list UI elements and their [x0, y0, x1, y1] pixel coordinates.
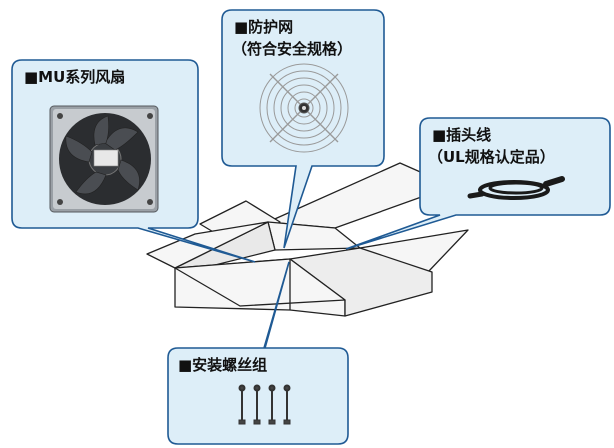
guard-label-line2: （符合安全规格） [232, 40, 353, 58]
fan-icon [49, 105, 159, 213]
guard-label-line1: ■防护网 [234, 18, 294, 36]
screw-icon [238, 384, 291, 425]
box-front-flap [174, 258, 346, 307]
callout-guard [221, 9, 385, 249]
callout-fan [11, 59, 256, 263]
callout-screws [167, 261, 349, 445]
box-inner-back [267, 221, 361, 251]
callout-screws-bubble [167, 261, 349, 445]
callout-cord [345, 117, 611, 250]
power-cord-icon [467, 176, 565, 200]
callout-guard-bubble [221, 9, 385, 249]
open-box [146, 162, 469, 317]
fan-guard-icon [259, 63, 349, 153]
screws-label: ■安装螺丝组 [178, 356, 268, 374]
callout-cord-bubble [345, 117, 611, 250]
cord-label-line2: （UL规格认定品） [428, 148, 555, 166]
fan-label: ■MU系列风扇 [24, 68, 126, 86]
cord-label-line1: ■插头线 [432, 126, 492, 144]
